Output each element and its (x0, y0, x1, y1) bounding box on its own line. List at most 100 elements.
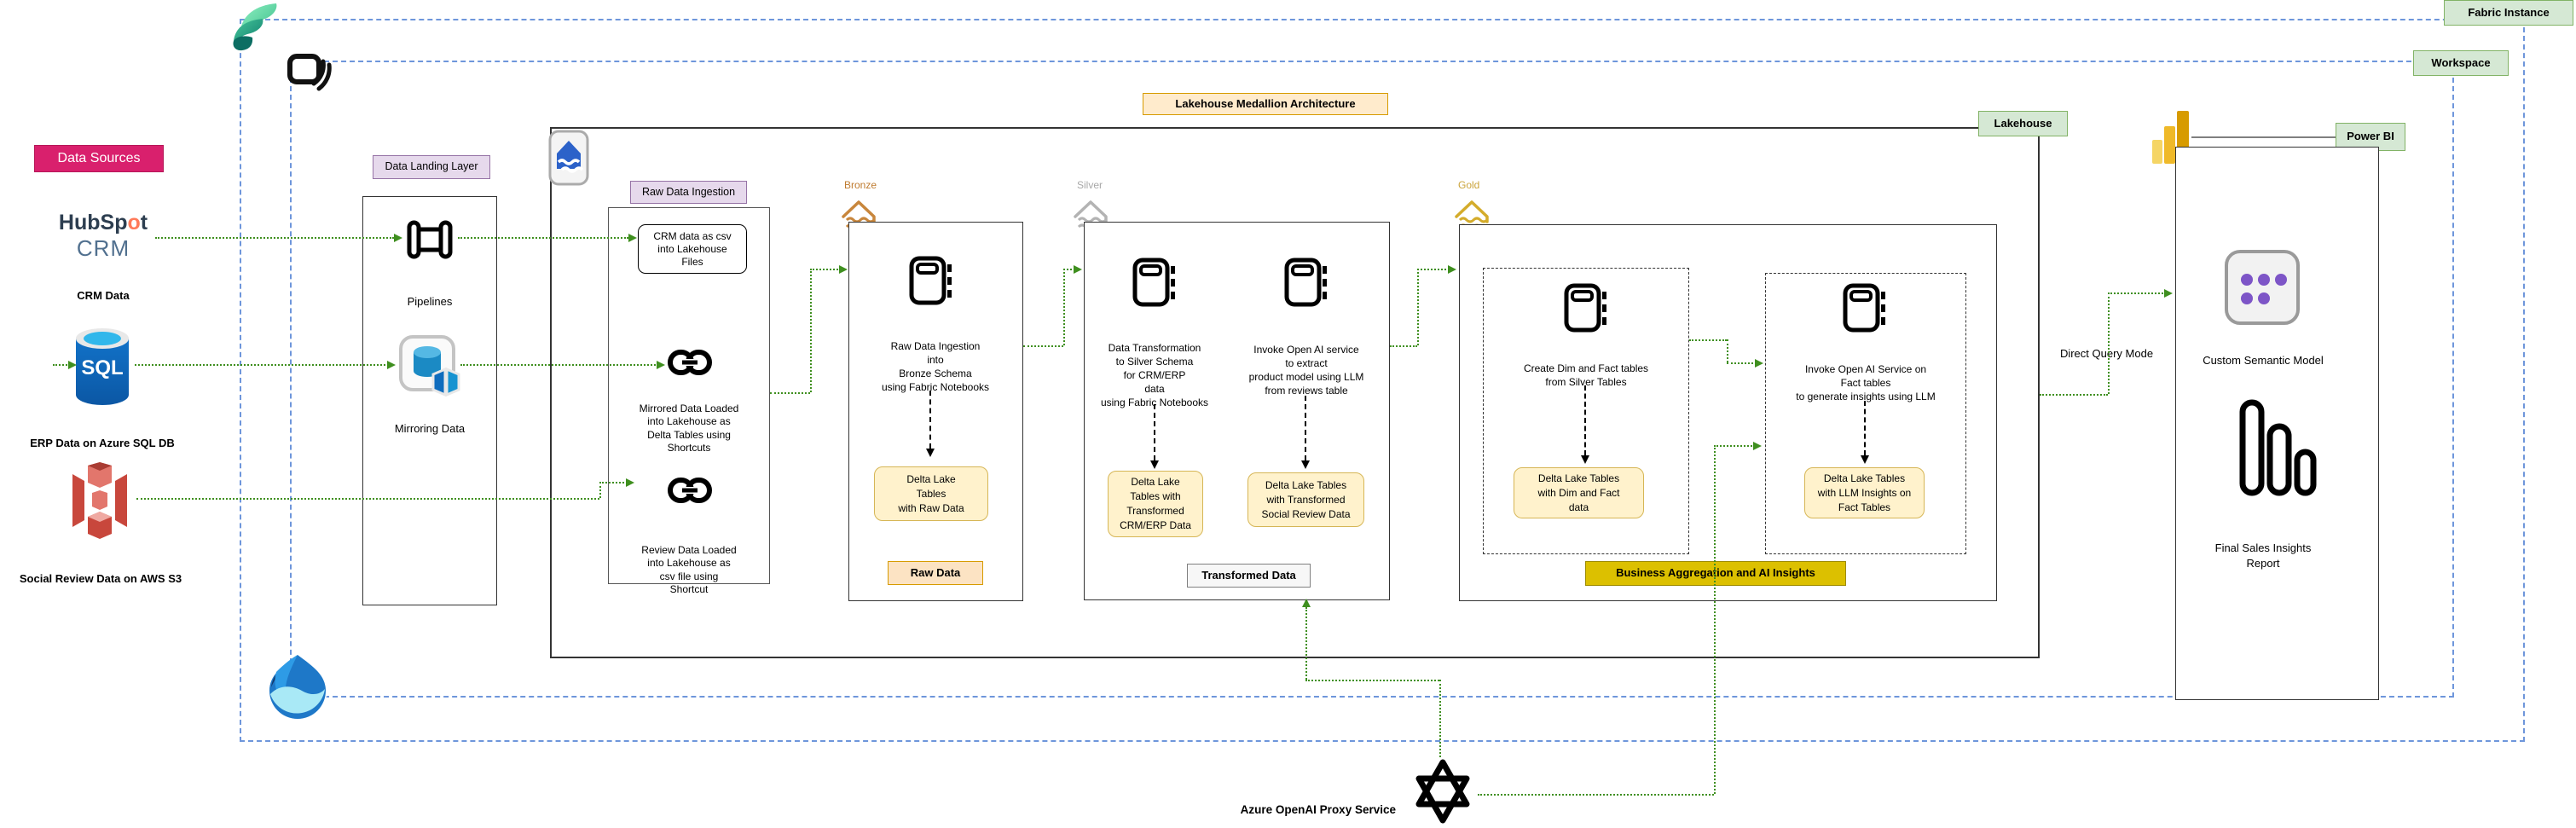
silver-flow-arrowhead-1 (1150, 460, 1159, 469)
data-landing-layer-label-text: Data Landing Layer (385, 160, 478, 173)
mirroring-data-label-text: Mirroring Data (394, 422, 466, 435)
raw-data-ingestion-label-text: Raw Data Ingestion (641, 185, 736, 198)
gold-box (1459, 224, 1997, 601)
silver-box (1084, 222, 1390, 600)
seg (1305, 680, 1439, 681)
seg (810, 269, 812, 392)
crm-files-node-text: CRM data as csv into Lakehouse Files (653, 229, 732, 268)
workspace-border (290, 61, 2454, 698)
semantic-model-label: Custom Semantic Model (2169, 340, 2357, 368)
azure-sql-caption: ERP Data on Azure SQL DB (9, 424, 196, 449)
arrowhead (1755, 359, 1763, 368)
seg (458, 237, 628, 239)
review-note: Review Data Loaded into Lakehouse as csv… (611, 530, 767, 597)
bronze-notebook-icon (909, 256, 953, 305)
arrowhead (628, 234, 637, 242)
seg (1305, 607, 1307, 680)
seg (1390, 345, 1417, 347)
arrowhead (657, 361, 665, 369)
report-label-text: Final Sales Insights Report (2214, 541, 2312, 570)
seg (1439, 680, 1441, 757)
seg (1063, 269, 1065, 345)
onelake-icon (264, 651, 331, 720)
report-label: Final Sales Insights Report (2178, 525, 2348, 571)
seg (599, 482, 628, 483)
seg (1727, 339, 1728, 362)
hubspot-caption-text: CRM Data (77, 289, 130, 302)
direct-query-label: Direct Query Mode (2045, 333, 2168, 361)
seg (1417, 269, 1419, 345)
report-bars-icon (2237, 399, 2319, 496)
seg (810, 269, 841, 270)
gold-output-node-2: Delta Lake Tables with LLM Insights on F… (1804, 467, 1925, 518)
gold-step1-text: Create Dim and Fact tables from Silver T… (1491, 348, 1682, 389)
arrowhead (1074, 265, 1082, 274)
seg (1478, 794, 1714, 796)
lakehouse-tag-text: Lakehouse (1994, 116, 2052, 130)
gold-notebook-icon-2 (1843, 283, 1887, 333)
crm-files-node: CRM data as csv into Lakehouse Files (638, 224, 747, 274)
silver-output-node-1: Delta Lake Tables with Transformed CRM/E… (1108, 471, 1203, 537)
hubspot-crm-text: CRM (76, 235, 130, 261)
gold-stage-label-text: Gold (1458, 179, 1480, 191)
workspace-label-text: Workspace (2431, 55, 2491, 69)
silver-step1-text-inner: Data Transformation to Silver Schema for… (1100, 342, 1209, 408)
transformed-data-tag: Transformed Data (1187, 564, 1311, 588)
azure-sql-caption-text: ERP Data on Azure SQL DB (30, 437, 175, 449)
gold-flow-arrow-2 (1864, 401, 1866, 455)
workspace-label: Workspace (2413, 50, 2509, 76)
gold-output-node-2-text: Delta Lake Tables with LLM Insights on F… (1817, 472, 1912, 513)
silver-step2-text-inner: Invoke Open AI service to extract produc… (1248, 344, 1364, 397)
arrowhead (839, 265, 848, 274)
arrowhead (1753, 442, 1762, 450)
data-landing-layer-box (362, 196, 497, 605)
medallion-title-text: Lakehouse Medallion Architecture (1175, 96, 1356, 110)
seg (2108, 292, 2110, 394)
gold-stage-label: Gold (1458, 179, 1479, 191)
semantic-model-label-text: Custom Semantic Model (2203, 354, 2324, 367)
seg (1714, 445, 1716, 794)
business-aggregation-tag: Business Aggregation and AI Insights (1585, 561, 1846, 586)
openai-proxy-label: Azure OpenAI Proxy Service (1222, 790, 1396, 816)
gold-output-node-1-text: Delta Lake Tables with Dim and Fact data (1537, 472, 1620, 513)
arrowhead (387, 361, 396, 369)
seg (1689, 339, 1727, 341)
silver-flow-arrowhead-2 (1301, 460, 1310, 469)
arrowhead (1448, 265, 1456, 274)
aws-s3-caption-text: Social Review Data on AWS S3 (19, 572, 182, 585)
pipelines-label: Pipelines (362, 281, 497, 309)
raw-data-tag: Raw Data (888, 561, 983, 585)
hubspot-brand-text: HubSp (58, 211, 128, 235)
lakehouse-tag: Lakehouse (1978, 111, 2068, 136)
openai-logo-icon (1407, 756, 1479, 827)
data-sources-label: Data Sources (34, 145, 164, 172)
hubspot-caption: CRM Data (26, 276, 181, 302)
silver-output-node-2-text: Delta Lake Tables with Transformed Socia… (1261, 478, 1351, 520)
gold-step1-text-inner: Create Dim and Fact tables from Silver T… (1523, 362, 1649, 388)
seg (1023, 345, 1063, 347)
seg (599, 482, 601, 498)
hubspot-logo: HubSpot CRM (34, 210, 172, 261)
bronze-step-text: Raw Data Ingestion into Bronze Schema us… (854, 326, 1016, 394)
hubspot-sprocket-o: o (127, 211, 141, 235)
gold-step2-text: Invoke Open AI Service on Fact tables to… (1768, 349, 1964, 403)
seg (1727, 362, 1757, 364)
transformed-data-tag-text: Transformed Data (1201, 568, 1296, 582)
shortcut-link-icon (668, 348, 712, 377)
semantic-model-icon (2224, 249, 2301, 326)
aws-s3-caption: Social Review Data on AWS S3 (7, 559, 194, 585)
seg (1714, 445, 1755, 447)
silver-flow-arrow-1 (1154, 404, 1155, 460)
seg (136, 498, 599, 500)
gold-notebook-icon-1 (1564, 283, 1608, 333)
seg (1417, 269, 1450, 270)
mirroring-data-icon (399, 335, 460, 400)
bronze-flow-arrowhead (926, 449, 935, 457)
bronze-output-node-text: Delta Lake Tables with Raw Data (898, 472, 964, 514)
seg (155, 237, 394, 239)
fabric-instance-label: Fabric Instance (2444, 0, 2573, 26)
seg (770, 392, 810, 394)
gold-flow-arrow-1 (1584, 385, 1586, 455)
medallion-title: Lakehouse Medallion Architecture (1143, 93, 1388, 115)
seg (2108, 292, 2166, 294)
